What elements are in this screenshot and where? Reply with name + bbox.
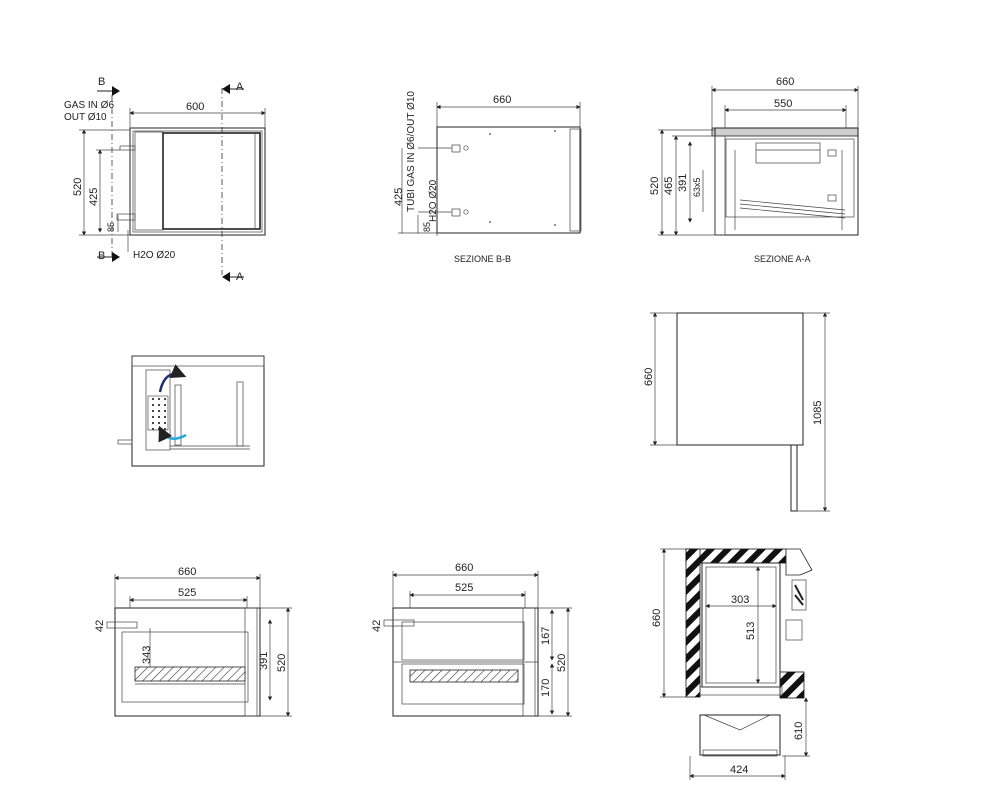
- bb-gas-pipes-label: TUBI GAS IN Ø6/OUT Ø10: [406, 91, 417, 212]
- aa-dim-465: 465: [663, 177, 675, 195]
- gas-in-label: GAS IN Ø6: [64, 100, 114, 111]
- br-dim-513: 513: [745, 622, 757, 640]
- water-label: H2O Ø20: [133, 250, 176, 261]
- bl-dim-343: 343: [141, 646, 153, 664]
- bl-dim-42: 42: [94, 620, 106, 632]
- bm-dim-525: 525: [455, 582, 473, 594]
- aa-dim-520: 520: [649, 177, 661, 195]
- view-airflow: [117, 355, 265, 467]
- side-dim-1085: 1085: [812, 401, 824, 425]
- bm-dim-170: 170: [540, 679, 552, 697]
- br-dim-610: 610: [793, 722, 805, 740]
- gas-out-label: OUT Ø10: [64, 112, 107, 123]
- bb-dim-425: 425: [393, 188, 405, 206]
- bl-dim-525: 525: [178, 587, 196, 599]
- br-dim-303: 303: [731, 594, 749, 606]
- aa-dim-391: 391: [677, 174, 689, 192]
- section-b-label-bottom: B: [98, 250, 105, 262]
- view-section-aa: [658, 86, 859, 236]
- dim-425: 425: [88, 188, 100, 206]
- bb-water-label: H2O Ø20: [428, 179, 439, 222]
- aa-dim-660: 660: [776, 76, 794, 88]
- bl-dim-660: 660: [178, 566, 196, 578]
- bm-dim-520: 520: [556, 654, 568, 672]
- br-dim-660: 660: [651, 609, 663, 627]
- view-front-top-left: [79, 84, 266, 282]
- aa-dim-63x5: 63x5: [692, 177, 702, 197]
- bm-dim-167: 167: [540, 627, 552, 645]
- dim-85: 85: [106, 222, 116, 232]
- bm-dim-42: 42: [371, 620, 383, 632]
- bm-dim-660: 660: [455, 562, 473, 574]
- aa-dim-550: 550: [774, 98, 792, 110]
- view-bottom-left: [106, 574, 292, 717]
- view-bottom-middle: [383, 571, 572, 717]
- dim-height-520: 520: [72, 178, 84, 196]
- section-a-label-top: A: [236, 81, 244, 93]
- bl-dim-520: 520: [276, 654, 288, 672]
- aa-caption: SEZIONE A-A: [754, 254, 811, 264]
- bb-dim-660: 660: [493, 94, 511, 106]
- view-bottom-right-plan: [660, 548, 813, 780]
- bl-dim-391: 391: [258, 652, 270, 670]
- br-dim-424: 424: [730, 764, 748, 776]
- view-side-height: [650, 312, 830, 512]
- bb-dim-85: 85: [422, 222, 432, 232]
- view-section-bb: [398, 102, 582, 236]
- bb-caption: SEZIONE B-B: [454, 254, 511, 264]
- side-dim-660: 660: [643, 368, 655, 386]
- dim-width-600: 600: [186, 101, 204, 113]
- section-b-label-top: B: [98, 76, 105, 88]
- section-a-label-bottom: A: [236, 271, 244, 283]
